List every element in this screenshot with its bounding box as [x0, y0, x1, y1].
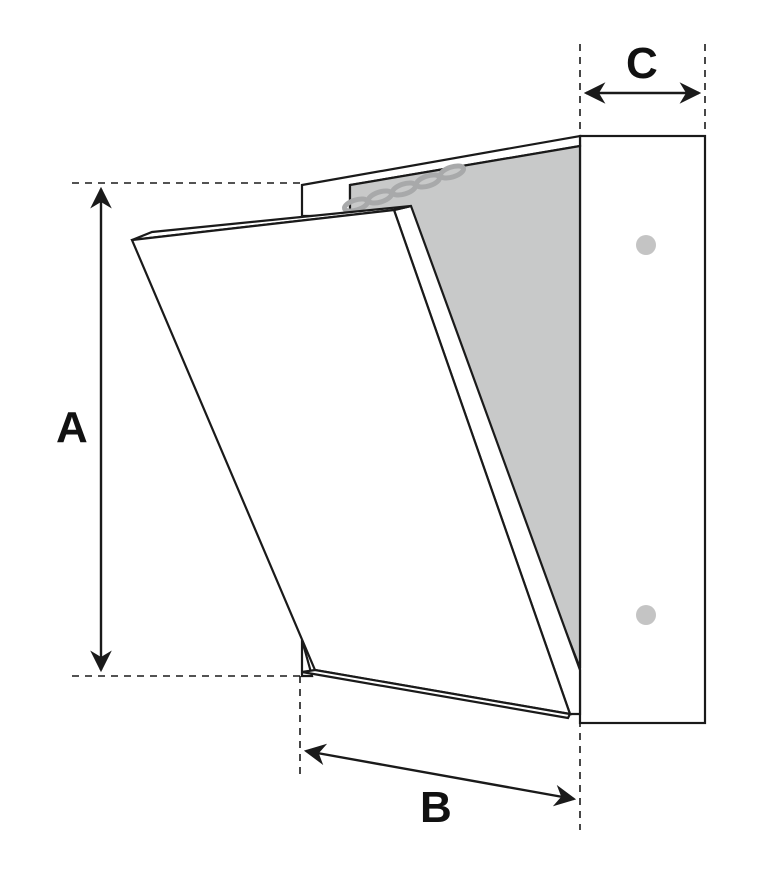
- dimension-label-c: C: [626, 39, 658, 88]
- door-panel: [130, 204, 582, 720]
- box-left-lower-wall: [300, 639, 314, 678]
- door-bottom-edge: [301, 668, 572, 720]
- dimension-label-b: B: [420, 783, 452, 832]
- chain-icon: [341, 163, 467, 214]
- dimension-arrows: [90, 82, 702, 807]
- back-plate: [578, 134, 707, 725]
- dimension-arrow-b: [303, 743, 577, 807]
- bolt-top-icon: [636, 235, 656, 255]
- extension-lines: [72, 44, 706, 830]
- bolt-bottom-icon: [636, 605, 656, 625]
- dimension-label-a: A: [56, 403, 88, 452]
